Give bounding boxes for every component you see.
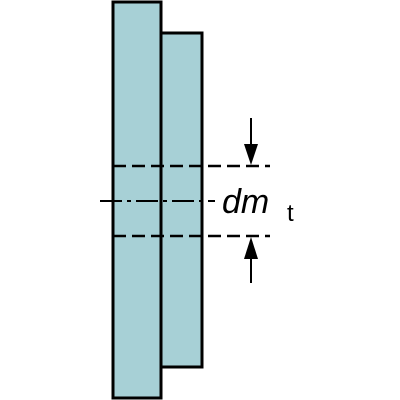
dimension-subscript: t bbox=[287, 200, 294, 227]
dimension-label: dm bbox=[222, 183, 269, 221]
dimension-symbol: dm bbox=[222, 183, 269, 221]
upper-arrow-head-icon bbox=[244, 144, 258, 165]
lower-arrow-head-icon bbox=[244, 237, 258, 259]
